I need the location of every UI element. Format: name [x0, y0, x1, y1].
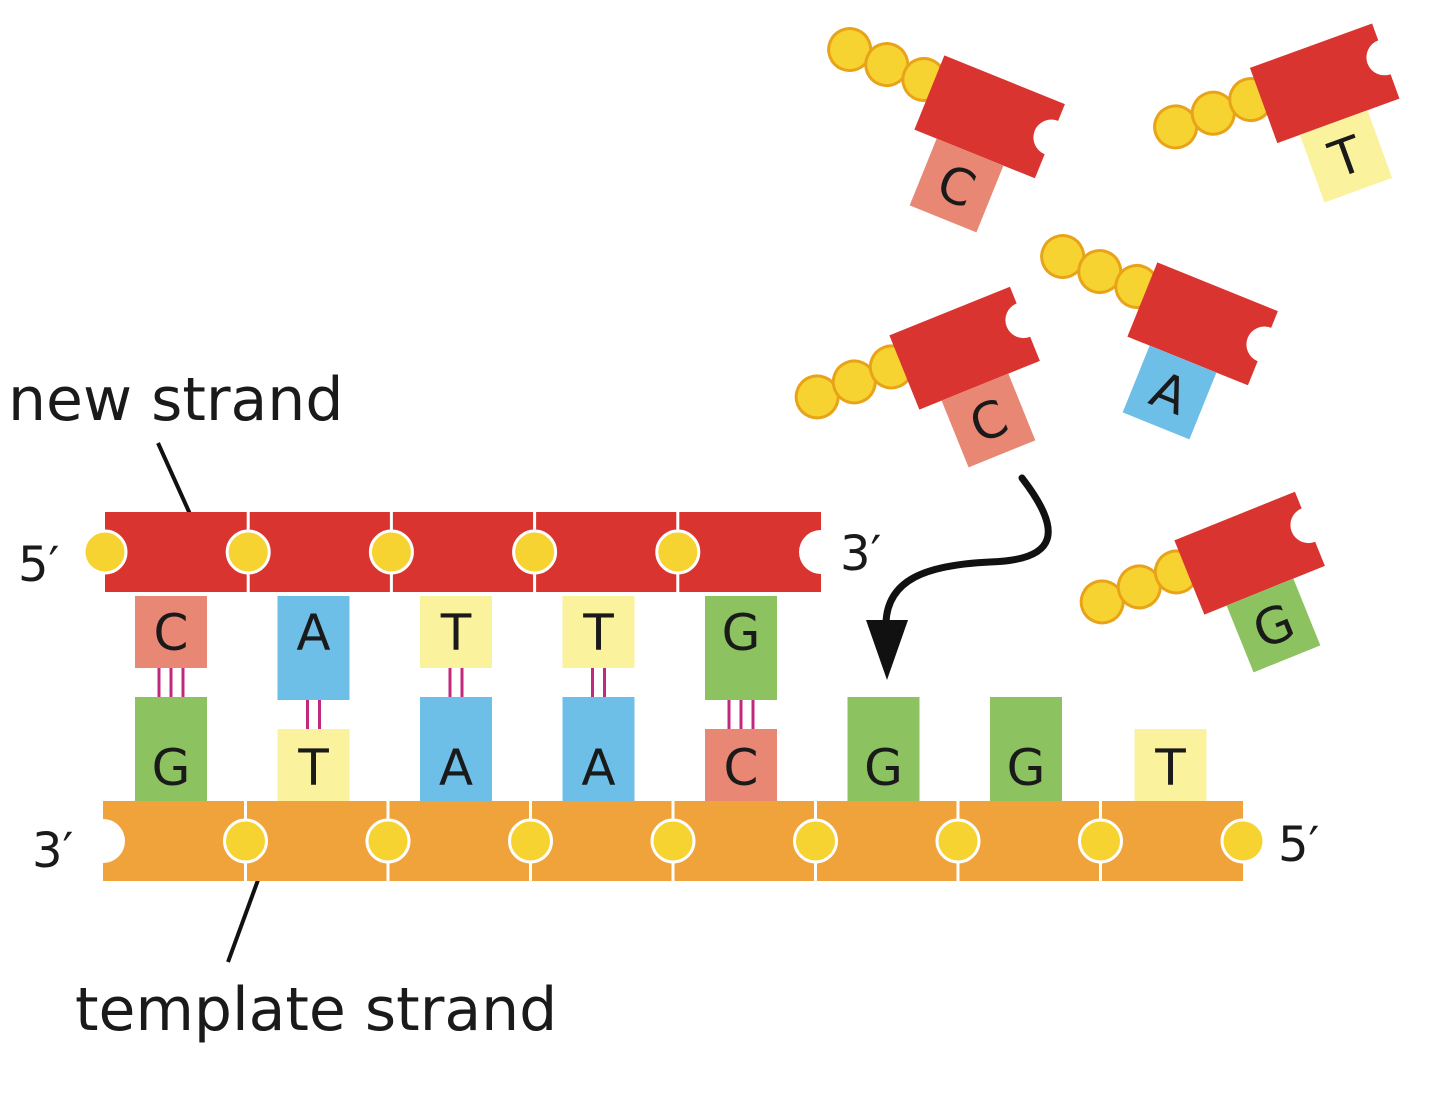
- new-strand-3prime-label: 3′: [840, 526, 881, 582]
- template-base-letter: A: [581, 739, 615, 797]
- new-strand-base-block: [705, 596, 777, 700]
- template-base-block: [420, 697, 492, 801]
- new-strand-base-letter: A: [296, 604, 330, 662]
- new-strand-phosphate: [655, 529, 701, 575]
- incoming-nucleotide-arrow: [882, 474, 1052, 626]
- template-base-G: G: [135, 697, 207, 801]
- template-phosphate: [1220, 818, 1266, 864]
- template-base-block: [562, 697, 635, 801]
- new-strand-base-letter: C: [154, 604, 189, 662]
- template-phosphate: [650, 818, 696, 864]
- new-strand-base-T: T: [420, 596, 492, 668]
- new-strand-base-block: [135, 596, 207, 668]
- free-nucleotide-C: C: [794, 286, 1040, 468]
- template-phosphate: [1078, 818, 1123, 864]
- new-strand-base-T: T: [562, 596, 635, 668]
- template-phosphate: [935, 818, 981, 864]
- sugar-block: [889, 286, 1040, 410]
- base-block: [1226, 578, 1321, 673]
- template-base-C: C: [705, 729, 777, 801]
- template-phosphate: [508, 818, 553, 864]
- sugar-block: [1174, 491, 1325, 615]
- template-base-A: A: [420, 697, 492, 801]
- base-block: [909, 138, 1004, 233]
- template-5prime-label: 5′: [1278, 817, 1319, 873]
- template-base-block: [277, 729, 350, 801]
- template-base-A: A: [562, 697, 635, 801]
- template-phosphate: [365, 818, 411, 864]
- template-base-block: [990, 697, 1062, 801]
- new-strand-phosphate: [82, 529, 128, 575]
- free-nucleotide-A: A: [1040, 234, 1278, 440]
- template-base-G: G: [990, 697, 1062, 801]
- template-base-letter: G: [1007, 739, 1046, 797]
- template-strand-label: template strand: [75, 975, 557, 1045]
- sugar-block: [914, 55, 1065, 179]
- hydrogen-bonds: [157, 668, 755, 729]
- template-base-block: [705, 729, 777, 801]
- free-nucleotide-G: G: [1079, 491, 1325, 673]
- template-base-block: [135, 697, 207, 801]
- template-base-T: T: [1134, 729, 1207, 801]
- template-3prime-label: 3′: [32, 823, 73, 879]
- new-strand-base-block: [562, 596, 635, 668]
- base-block: [1299, 110, 1393, 203]
- new-strand-phosphate: [368, 529, 414, 575]
- new-strand-base-G: G: [705, 596, 777, 700]
- base-block: [1122, 345, 1217, 440]
- new-strand-base-block: [277, 596, 350, 700]
- new-strand-5prime-label: 5′: [18, 537, 59, 593]
- free-nucleotide-C: C: [827, 27, 1065, 233]
- new-strand-base-block: [420, 596, 492, 668]
- template-phosphate: [223, 818, 268, 864]
- template-base-letter: C: [724, 739, 759, 797]
- template-base-letter: A: [439, 739, 473, 797]
- new-strand-label: new strand: [8, 365, 343, 435]
- base-block: [941, 373, 1036, 468]
- template-base-T: T: [277, 729, 350, 801]
- new-strand-phosphate: [225, 529, 271, 575]
- new-strand-base-C: C: [135, 596, 207, 668]
- template-base-block: [847, 697, 920, 801]
- template-base-letter: T: [297, 739, 329, 797]
- sugar-block: [1127, 262, 1278, 386]
- template-base-G: G: [847, 697, 920, 801]
- arrow-head: [866, 620, 908, 680]
- template-phosphate: [793, 818, 838, 864]
- template-strand-leader: [226, 879, 260, 963]
- new-strand-backbone: [105, 512, 821, 592]
- new-strand-base-A: A: [277, 596, 350, 700]
- sugar-block: [1249, 23, 1400, 144]
- new-strand-phosphate: [512, 529, 558, 575]
- new-strand-base-letter: T: [582, 604, 614, 662]
- free-nucleotide-T: T: [1153, 23, 1400, 203]
- new-strand-base-letter: G: [722, 604, 761, 662]
- template-base-letter: G: [864, 739, 903, 797]
- template-base-letter: G: [152, 739, 191, 797]
- new-strand-base-letter: T: [440, 604, 472, 662]
- new-strand-leader: [156, 442, 192, 515]
- template-base-block: [1134, 729, 1207, 801]
- template-base-letter: T: [1154, 739, 1186, 797]
